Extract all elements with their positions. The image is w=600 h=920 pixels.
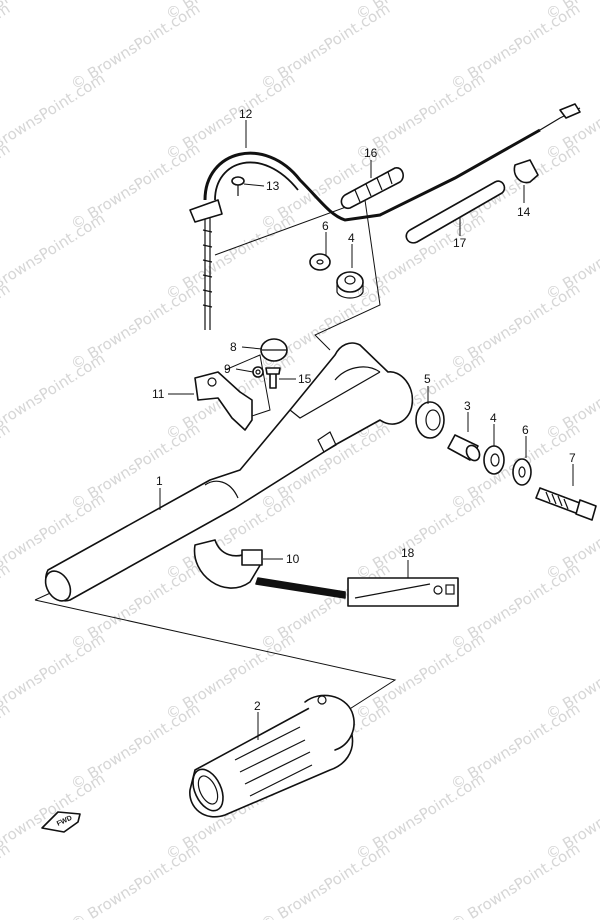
callout-15: 15: [298, 372, 312, 386]
callout-9: 9: [224, 362, 231, 376]
callout-5: 5: [424, 372, 431, 386]
callout-6-upper: 6: [322, 219, 329, 233]
watermark-text: © BrownsPoint.com: [0, 139, 13, 233]
cable-clip: [513, 159, 539, 184]
throttle-cable: [189, 103, 581, 330]
watermark-text: © BrownsPoint.com: [0, 209, 108, 303]
callout-3: 3: [464, 399, 471, 413]
callout-11: 11: [152, 387, 165, 401]
tiller-handle: [44, 342, 414, 602]
nut: [252, 366, 264, 378]
decal-label: [255, 577, 459, 607]
callout-14: 14: [517, 205, 531, 219]
watermark-text: © BrownsPoint.com: [0, 559, 13, 653]
callout-17: 17: [453, 236, 467, 250]
callout-6-right: 6: [522, 423, 529, 437]
watermark-text: © BrownsPoint.com: [0, 0, 13, 93]
cable-sleeve: [340, 167, 404, 210]
callout-4-right: 4: [490, 411, 497, 425]
washer-upper-flat: [309, 253, 331, 271]
callout-13: 13: [266, 179, 280, 193]
watermark-text: © BrownsPoint.com: [0, 419, 13, 513]
callout-10: 10: [286, 552, 300, 566]
washer-right: [483, 445, 505, 475]
callout-2: 2: [254, 699, 261, 713]
bushing: [447, 434, 481, 462]
callout-18: 18: [401, 546, 415, 560]
grommet: [415, 401, 445, 439]
callout-16: 16: [364, 146, 378, 160]
cable-screw: [231, 176, 245, 196]
callout-7: 7: [569, 451, 576, 465]
watermark-text: © BrownsPoint.com: [0, 69, 108, 163]
watermark-text: © BrownsPoint.com: [0, 839, 13, 920]
watermark-text: © BrownsPoint.com: [0, 279, 13, 373]
watermark-text: © BrownsPoint.com: [0, 629, 108, 723]
flat-washer-right: [512, 458, 532, 486]
callout-12: 12: [239, 107, 253, 121]
pivot-bolt: [535, 487, 597, 521]
screw: [265, 367, 281, 389]
watermark-text: © BrownsPoint.com: [0, 349, 108, 443]
throttle-grip: [189, 694, 355, 818]
cable-tube: [405, 180, 506, 244]
watermark-text: © BrownsPoint.com: [258, 839, 394, 920]
callout-1: 1: [156, 474, 163, 488]
watermark-text: © BrownsPoint.com: [448, 839, 584, 920]
watermark-text: © BrownsPoint.com: [0, 0, 108, 23]
clamp-lower: [193, 539, 263, 589]
fwd-arrow-icon: FWD: [41, 811, 81, 833]
clamp-upper: [194, 371, 253, 431]
leader-lines: [159, 120, 574, 740]
cap: [260, 338, 288, 362]
watermark-text: © BrownsPoint.com: [0, 699, 13, 793]
watermark-text: © BrownsPoint.com: [68, 839, 204, 920]
washer-upper: [336, 271, 364, 299]
callout-4-upper: 4: [348, 231, 355, 245]
callout-8: 8: [230, 340, 237, 354]
callout-labels: 1 2 3 4 4 5 6 6 7 8 9 10 11 12 13 14 15 …: [152, 107, 576, 713]
